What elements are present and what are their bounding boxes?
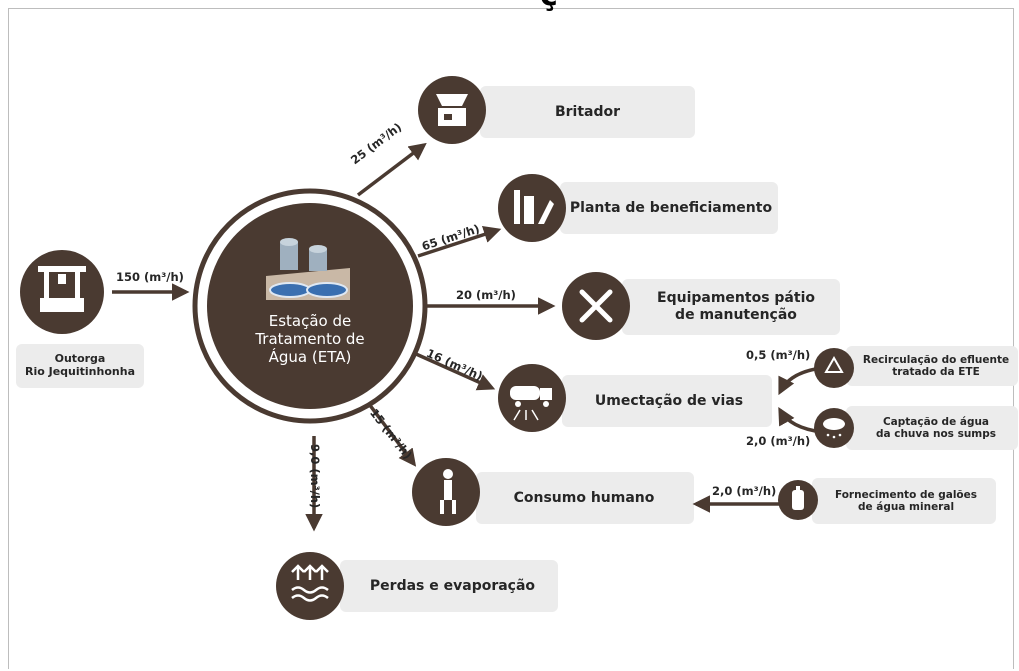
perdas-label: Perdas e evaporação <box>369 577 536 594</box>
britador-box <box>480 86 695 138</box>
planta-label: Planta de beneficiamento <box>569 199 773 216</box>
captacao-label: Captação de água da chuva nos sumps <box>856 406 1016 450</box>
title-fragment: ç <box>540 0 558 13</box>
source-label: Outorga Rio Jequitinhonha <box>16 344 144 388</box>
inflow-label: 150 (m³/h) <box>116 270 184 284</box>
source-label-line2: Rio Jequitinhonha <box>25 365 135 378</box>
source-box <box>16 344 144 388</box>
galoes-label: Fornecimento de galões de água mineral <box>822 478 990 524</box>
equipamentos-label: Equipamentos pátio de manutenção <box>636 279 836 335</box>
recirculacao-label: Recirculação do efluente tratado da ETE <box>856 346 1016 386</box>
captacao-line2: da chuva nos sumps <box>875 428 997 440</box>
captacao-box <box>846 406 1018 450</box>
diagram-frame <box>8 8 1014 669</box>
galoes-flow-label: 2,0 (m³/h) <box>712 484 777 498</box>
equipamentos-label-line2: de manutenção <box>675 307 797 323</box>
recirculacao-flow-label: 0,5 (m³/h) <box>746 348 811 362</box>
captacao-line1: Captação de água <box>882 415 990 428</box>
galoes-line1: Fornecimento de galões <box>834 488 978 501</box>
perdas-flow-label: 9,0 (m³/h) <box>308 444 322 509</box>
galoes-line2: de água mineral <box>857 501 955 513</box>
recirculacao-line2: tratado da ETE <box>892 366 980 378</box>
britador-label: Britador <box>554 103 621 120</box>
eta-title-line1: Estação de <box>268 312 352 330</box>
source-label-line1: Outorga <box>54 352 106 366</box>
eta-title-line3: Água (ETA) <box>268 348 352 366</box>
recirculacao-line1: Recirculação do efluente <box>862 353 1010 366</box>
eta-title: Estação de Tratamento de Água (ETA) <box>230 312 390 366</box>
eta-title-line2: Tratamento de <box>255 330 365 348</box>
planta-box <box>560 182 778 234</box>
galoes-box <box>812 478 996 524</box>
consumo-box <box>476 472 694 524</box>
captacao-flow-label: 2,0 (m³/h) <box>746 434 811 448</box>
equipamentos-label-line1: Equipamentos pátio <box>657 290 815 307</box>
consumo-label: Consumo humano <box>513 489 655 506</box>
umectacao-label: Umectação de vias <box>594 392 744 409</box>
umectacao-box <box>562 375 772 427</box>
equipamentos-flow-label: 20 (m³/h) <box>456 288 516 302</box>
perdas-box <box>340 560 558 612</box>
recirculacao-box <box>846 346 1018 386</box>
equipamentos-box <box>622 279 840 335</box>
